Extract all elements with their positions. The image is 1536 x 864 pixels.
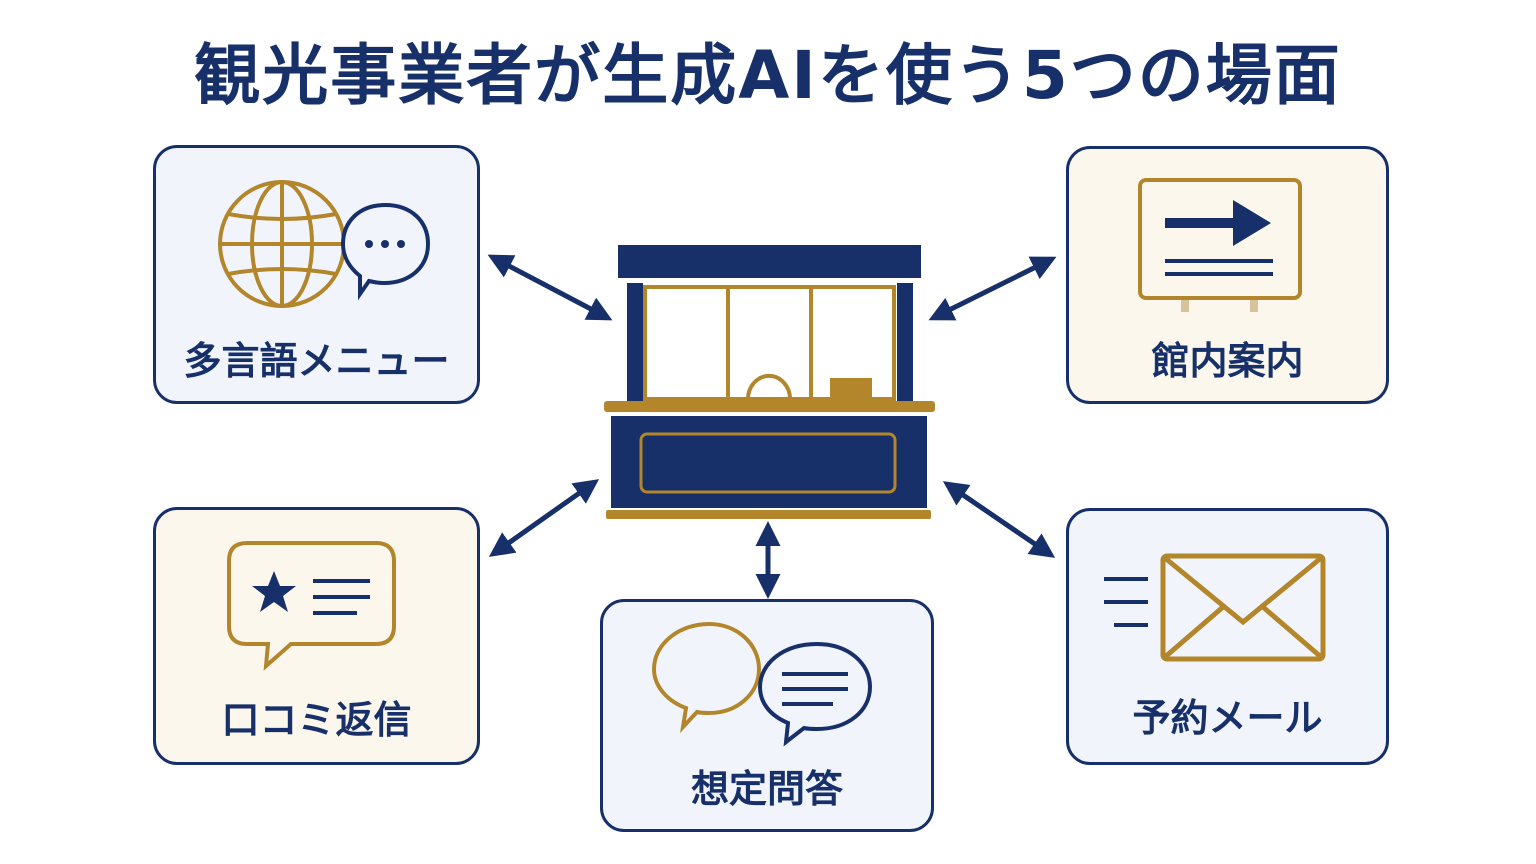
- card-label: 予約メール: [1132, 696, 1323, 740]
- card-label: 館内案内: [1151, 339, 1304, 383]
- chat-bubbles-icon: [651, 621, 873, 747]
- page-title: 観光事業者が生成AIを使う5つの場面: [194, 37, 1342, 114]
- card-label: 想定問答: [690, 767, 843, 811]
- card-review-reply: 口コミ返信: [153, 507, 480, 765]
- card-facility-guide: 館内案内: [1066, 146, 1389, 404]
- signboard-arrow-icon: [1138, 178, 1302, 312]
- card-multilingual-menu: 多言語メニュー: [153, 145, 480, 404]
- star-review-bubble-icon: [227, 541, 396, 671]
- card-reservation-mail: 予約メール: [1066, 508, 1389, 765]
- arrow-to-facility-guide: [928, 256, 1057, 321]
- card-label: 多言語メニュー: [183, 339, 450, 383]
- arrow-to-multilingual-menu: [487, 254, 613, 321]
- arrow-to-reservation-mail: [942, 481, 1056, 558]
- envelope-icon: [1104, 553, 1326, 662]
- card-label: 口コミ返信: [221, 698, 412, 742]
- card-faq: 想定問答: [600, 599, 934, 832]
- arrow-to-review-reply: [488, 479, 600, 557]
- globe-chat-icon: [218, 180, 431, 308]
